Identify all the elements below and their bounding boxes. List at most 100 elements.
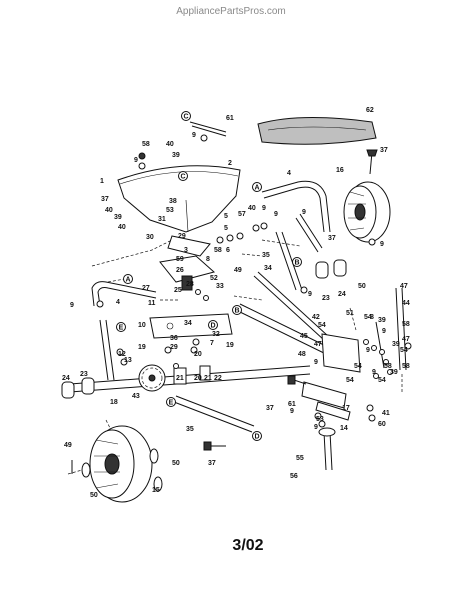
callout: 54 (354, 363, 362, 370)
callout: 39 (172, 152, 180, 159)
callout: 4 (116, 299, 120, 306)
callout: 58 (384, 363, 392, 370)
callout: 40 (118, 224, 126, 231)
callout: 16 (336, 167, 344, 174)
callout: 50 (358, 283, 366, 290)
callout: 37 (328, 235, 336, 242)
callout: 41 (382, 410, 390, 417)
callout: 54 (364, 314, 372, 321)
callout: 58 (402, 321, 410, 328)
connector-label: A (254, 185, 259, 192)
right-wheel (343, 181, 391, 243)
right-bracket (301, 381, 347, 409)
callout: 37 (101, 196, 109, 203)
callout: 40 (166, 141, 174, 148)
axle (69, 365, 311, 393)
callout: 13 (124, 357, 132, 364)
connector-label: B (234, 308, 239, 315)
callout: 9 (314, 359, 318, 366)
callout: 34 (184, 320, 192, 327)
callout: 49 (64, 442, 72, 449)
connector-label: D (254, 434, 259, 441)
callout: 40 (105, 207, 113, 214)
callout: 34 (264, 265, 272, 272)
lower-rod (173, 395, 255, 433)
callout: 37 (208, 460, 216, 467)
callout: 6 (226, 247, 230, 254)
control-lever (395, 287, 407, 371)
callout: 33 (216, 283, 224, 290)
callout: 57 (238, 211, 246, 218)
callout: 58 (142, 141, 150, 148)
callout: 2 (228, 160, 232, 167)
callout: 39 (378, 317, 386, 324)
left-handle (91, 281, 157, 307)
callout: 50 (172, 460, 180, 467)
callout: 54 (400, 347, 408, 354)
connector-label: B (294, 260, 299, 267)
callout: 1 (100, 178, 104, 185)
callout: 11 (148, 300, 156, 307)
callout: 29 (170, 344, 178, 351)
pin (323, 431, 333, 471)
callout: 31 (158, 216, 166, 223)
callout: 58 (402, 363, 410, 370)
callout: 43 (132, 393, 140, 400)
callout: 9 (192, 132, 196, 139)
revision-date: 3/02 (232, 537, 263, 554)
callout: 9 (290, 408, 294, 415)
callout: 45 (300, 333, 308, 340)
callout: 39 (390, 369, 398, 376)
callout: 9 (70, 302, 74, 309)
callout: 54 (318, 322, 326, 329)
hopper (117, 165, 241, 233)
frame-plate (149, 313, 233, 339)
callout: 9 (314, 424, 318, 431)
callout: 8 (370, 314, 374, 321)
callout: 28 (186, 281, 194, 288)
callout: 37 (266, 405, 274, 412)
callout: 49 (234, 267, 242, 274)
callout: 23 (322, 295, 330, 302)
callout: 9 (382, 328, 386, 335)
connector-label: E (119, 325, 124, 332)
callout: 42 (312, 314, 320, 321)
callout: 9 (134, 157, 138, 164)
callout: 61 (226, 115, 234, 122)
callout: 9 (380, 241, 384, 248)
callout: 8 (206, 256, 210, 263)
callout: 35 (186, 426, 194, 433)
callout: 4 (287, 170, 291, 177)
callout: 52 (210, 275, 218, 282)
callout: 58 (214, 247, 222, 254)
callout: 47 (402, 336, 410, 343)
spinner-plate (159, 255, 216, 283)
callout: 36 (170, 335, 178, 342)
connector-label: E (169, 400, 174, 407)
callout: 26 (176, 267, 184, 274)
callout: 29 (178, 233, 186, 240)
callout: 9 (308, 291, 312, 298)
callout: 38 (169, 198, 177, 205)
callout: 50 (90, 492, 98, 499)
connector-label: D (210, 323, 215, 330)
part-callouts: 62 61 9 58 40 39 9 37 2 4 16 1 37 38 40 … (62, 107, 410, 499)
drawing (61, 111, 412, 503)
callout: 37 (380, 147, 388, 154)
agitator-rod (189, 121, 227, 137)
callout: 32 (212, 331, 220, 338)
callout: 54 (346, 377, 354, 384)
callout: 10 (138, 322, 146, 329)
callout: 62 (366, 107, 374, 114)
callout: 39 (392, 341, 400, 348)
callout: 54 (378, 377, 386, 384)
callout: 30 (146, 234, 154, 241)
left-wheel (89, 425, 153, 503)
callout: 44 (402, 300, 410, 307)
callout: 27 (142, 285, 150, 292)
callout: 24 (338, 291, 346, 298)
link-rod (253, 271, 329, 341)
callout: 21 (204, 375, 212, 382)
callout: 40 (248, 205, 256, 212)
